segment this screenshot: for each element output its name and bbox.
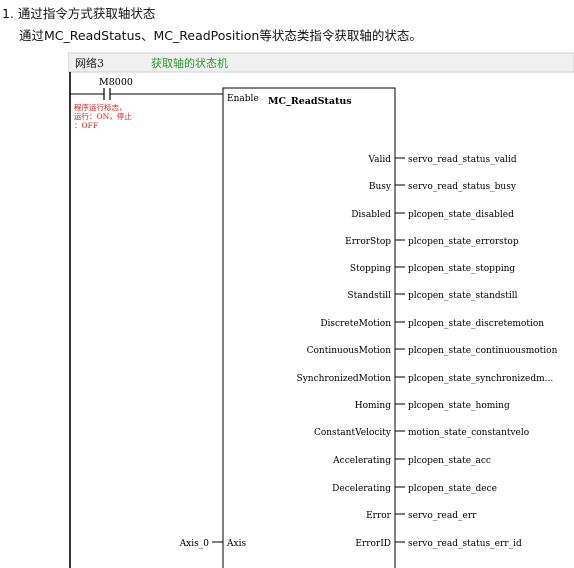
output-row: ErrorStop plcopen_state_errorstop (345, 237, 519, 247)
contact-comment-line-1: 程序运行标志， (74, 102, 127, 112)
ladder-canvas: 网络3 获取轴的状态机 M8000 程序运行标志， 运行：ON，停止 ：OFF … (68, 52, 574, 568)
section-heading: 1. 通过指令方式获取轴状态 (2, 6, 156, 21)
output-pin-errorstop: ErrorStop (345, 237, 391, 247)
block-output-rows: Valid servo_read_status_valid Busy servo… (297, 155, 558, 549)
output-pin-standstill: Standstill (347, 291, 391, 301)
output-pin-busy: Busy (369, 182, 392, 192)
output-row: ConstantVelocity motion_state_constantve… (314, 428, 529, 438)
contact-comment-line-2: 运行：ON，停止 (74, 111, 132, 121)
output-var-discretemotion[interactable]: plcopen_state_discretemotion (408, 319, 544, 329)
output-row: Busy servo_read_status_busy (369, 182, 517, 192)
output-var-errorid[interactable]: servo_read_status_err_id (408, 539, 522, 549)
output-var-error[interactable]: servo_read_err (408, 511, 477, 521)
output-row: Valid servo_read_status_valid (367, 155, 516, 165)
output-var-errorstop[interactable]: plcopen_state_errorstop (408, 237, 519, 247)
output-pin-synchronizedmotion: SynchronizedMotion (297, 374, 392, 384)
output-pin-error: Error (366, 511, 392, 521)
output-pin-continuousmotion: ContinuousMotion (307, 346, 392, 356)
ladder-diagram: 网络3 获取轴的状态机 M8000 程序运行标志， 运行：ON，停止 ：OFF … (68, 52, 574, 568)
block-input-pin-axis: Axis (226, 539, 246, 549)
network-label: 网络3 (75, 56, 104, 70)
output-row: ErrorID servo_read_status_err_id (355, 539, 522, 549)
output-var-disabled[interactable]: plcopen_state_disabled (408, 210, 514, 220)
output-pin-constantvelocity: ConstantVelocity (314, 428, 392, 438)
output-row: ContinuousMotion plcopen_state_continuou… (307, 346, 558, 356)
output-pin-disabled: Disabled (351, 210, 391, 220)
output-row: Error servo_read_err (366, 511, 477, 521)
output-pin-valid: Valid (367, 155, 391, 165)
block-enable-pin: Enable (227, 94, 259, 104)
output-pin-homing: Homing (355, 401, 391, 411)
contact-address: M8000 (99, 77, 133, 88)
output-row: Stopping plcopen_state_stopping (350, 264, 516, 274)
output-pin-decelerating: Decelerating (332, 484, 391, 494)
output-var-stopping[interactable]: plcopen_state_stopping (408, 264, 515, 274)
output-row: Decelerating plcopen_state_dece (332, 484, 497, 494)
output-row: Standstill plcopen_state_standstill (347, 291, 517, 301)
output-row: DiscreteMotion plcopen_state_discretemot… (320, 319, 544, 329)
output-pin-discretemotion: DiscreteMotion (320, 319, 391, 329)
function-block-mc-readstatus[interactable] (222, 87, 396, 568)
output-row: Homing plcopen_state_homing (355, 401, 510, 411)
output-row: SynchronizedMotion plcopen_state_synchro… (297, 374, 554, 384)
output-var-accelerating[interactable]: plcopen_state_acc (408, 456, 491, 466)
output-pin-errorid: ErrorID (355, 539, 391, 549)
output-var-busy[interactable]: servo_read_status_busy (408, 182, 517, 192)
network-header[interactable] (68, 52, 574, 73)
section-description: 通过MC_ReadStatus、MC_ReadPosition等状态类指令获取轴… (19, 28, 422, 43)
output-row: Disabled plcopen_state_disabled (351, 210, 514, 220)
output-var-constantvelocity[interactable]: motion_state_constantvelo (408, 428, 529, 438)
block-name: MC_ReadStatus (268, 96, 352, 107)
contact-comment-line-3: ：OFF (74, 121, 98, 130)
network-comment: 获取轴的状态机 (151, 56, 228, 70)
output-var-synchronizedmotion[interactable]: plcopen_state_synchronizedm... (408, 374, 553, 384)
output-row: Accelerating plcopen_state_acc (332, 456, 491, 466)
output-pin-accelerating: Accelerating (332, 456, 391, 466)
output-var-standstill[interactable]: plcopen_state_standstill (408, 291, 518, 301)
output-var-continuousmotion[interactable]: plcopen_state_continuousmotion (408, 346, 558, 356)
output-pin-stopping: Stopping (350, 264, 391, 274)
input-var-axis[interactable]: Axis_0 (179, 539, 210, 549)
output-var-valid[interactable]: servo_read_status_valid (408, 155, 517, 165)
output-var-decelerating[interactable]: plcopen_state_dece (408, 484, 497, 494)
output-var-homing[interactable]: plcopen_state_homing (408, 401, 510, 411)
